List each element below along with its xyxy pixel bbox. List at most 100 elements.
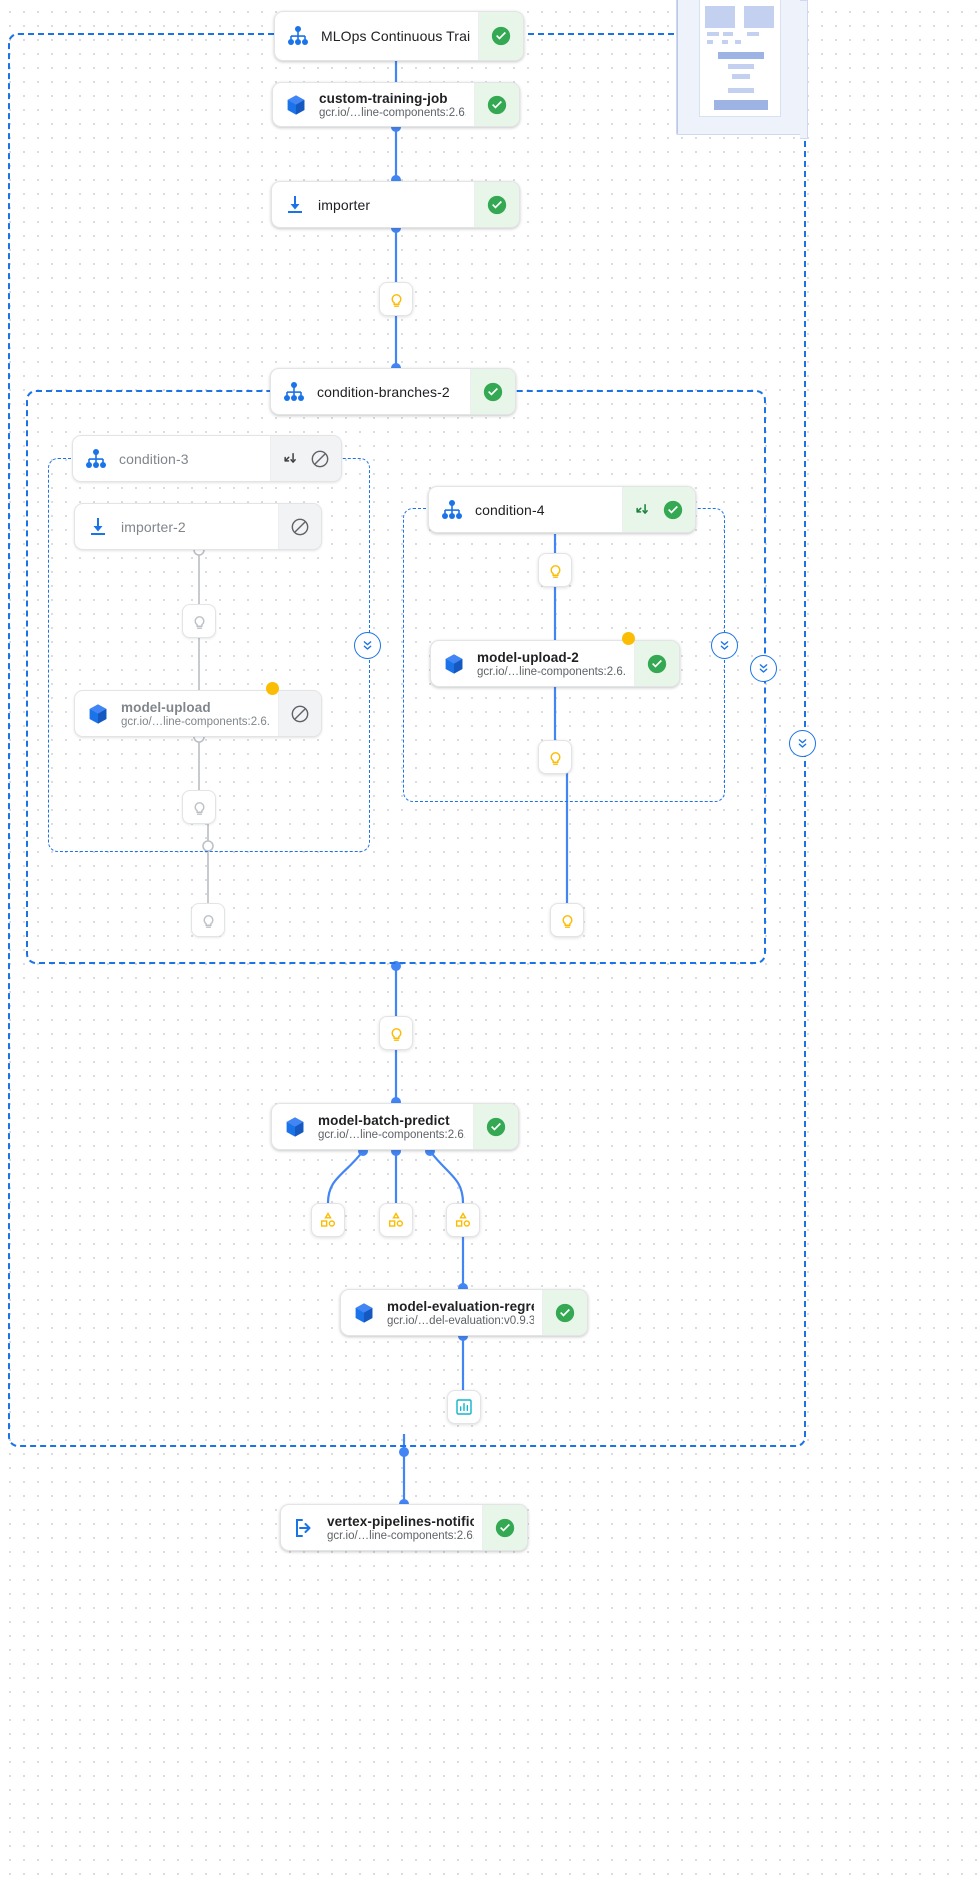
node-title: condition-3 (119, 450, 189, 467)
status-badge[interactable] (634, 641, 679, 686)
node-body: model-upload gcr.io/…line-components:2.6… (121, 691, 278, 736)
status-badge[interactable] (278, 691, 321, 736)
node-condition-branches-2[interactable]: condition-branches-2 (270, 368, 516, 415)
no-entry-icon (291, 518, 309, 535)
pipeline-graph-icon (271, 369, 317, 414)
check-circle-icon (483, 382, 503, 401)
node-body: vertex-pipelines-notificat… gcr.io/…line… (327, 1505, 482, 1550)
status-badge[interactable] (474, 83, 519, 126)
minimap-block (705, 6, 735, 28)
minimap-block (707, 32, 719, 36)
no-entry-icon (291, 705, 309, 722)
node-mlops-continuous-training[interactable]: MLOps Continuous Traini… (274, 11, 524, 61)
minimap-block (728, 64, 754, 69)
check-circle-icon (491, 26, 511, 46)
container-cube-icon (431, 641, 477, 686)
node-body: model-batch-predict gcr.io/…line-compone… (318, 1104, 473, 1149)
model-upload-warning-dot[interactable] (266, 682, 279, 695)
node-title: model-evaluation-regres… (387, 1298, 534, 1314)
check-circle-icon (555, 1303, 575, 1322)
artifact-lightbulb-2[interactable] (182, 604, 216, 638)
node-subtitle: gcr.io/…line-components:2.6.0 (327, 1529, 474, 1542)
pipeline-graph-icon (429, 487, 475, 532)
lightbulb-icon (194, 801, 204, 815)
minimap-page (699, 0, 781, 117)
dataset-shapes-icon (320, 1212, 336, 1227)
lightbulb-icon (203, 914, 213, 928)
node-importer-2[interactable]: importer-2 (74, 503, 322, 550)
status-badge[interactable] (622, 487, 695, 532)
container-cube-icon (75, 691, 121, 736)
lightbulb-icon (550, 751, 560, 765)
artifact-dataset-1[interactable] (311, 1203, 345, 1237)
artifact-dataset-3[interactable] (446, 1203, 480, 1237)
node-condition-4[interactable]: condition-4 (428, 486, 696, 533)
dataset-shapes-icon (455, 1212, 471, 1227)
status-badge[interactable] (270, 436, 341, 481)
node-subtitle: gcr.io/…del-evaluation:v0.9.3 (387, 1314, 534, 1327)
node-subtitle: gcr.io/…line-components:2.6.0 (121, 715, 270, 728)
status-badge[interactable] (474, 182, 519, 227)
no-entry-icon (311, 450, 329, 467)
node-vertex-pipelines-notification[interactable]: vertex-pipelines-notificat… gcr.io/…line… (280, 1504, 528, 1551)
pipeline-graph-icon (275, 12, 321, 60)
collapse-button-pipeline-root[interactable] (789, 730, 816, 757)
artifact-lightbulb-3[interactable] (182, 790, 216, 824)
artifact-metrics-1[interactable] (447, 1390, 481, 1424)
collapse-button-condition-4[interactable] (711, 632, 738, 659)
lightbulb-icon (550, 564, 560, 578)
node-title: condition-4 (475, 501, 545, 518)
status-badge[interactable] (542, 1290, 587, 1335)
lightbulb-icon (391, 293, 401, 307)
artifact-dataset-2[interactable] (379, 1203, 413, 1237)
status-badge[interactable] (473, 1104, 518, 1149)
download-icon (75, 504, 121, 549)
artifact-lightbulb-1[interactable] (379, 282, 413, 316)
model-upload-2-warning-dot[interactable] (622, 632, 635, 645)
node-condition-3[interactable]: condition-3 (72, 435, 342, 482)
status-badge[interactable] (482, 1505, 527, 1550)
status-badge[interactable] (470, 369, 515, 414)
minimap-block (744, 6, 774, 28)
node-title: condition-branches-2 (317, 383, 450, 400)
minimap-viewport[interactable] (677, 0, 801, 134)
lightbulb-icon (562, 914, 572, 928)
pipeline-minimap[interactable] (676, 0, 802, 135)
status-badge[interactable] (478, 12, 523, 60)
download-icon (272, 182, 318, 227)
node-importer[interactable]: importer (271, 181, 520, 228)
node-body: MLOps Continuous Traini… (321, 12, 478, 60)
node-custom-training-job[interactable]: custom-training-job gcr.io/…line-compone… (272, 82, 520, 127)
check-circle-icon (487, 195, 507, 214)
node-model-upload[interactable]: model-upload gcr.io/…line-components:2.6… (74, 690, 322, 737)
node-body: condition-branches-2 (317, 369, 470, 414)
minimap-block (718, 52, 764, 59)
artifact-lightbulb-4[interactable] (191, 903, 225, 937)
node-model-evaluation-regression[interactable]: model-evaluation-regres… gcr.io/…del-eva… (340, 1289, 588, 1336)
artifact-lightbulb-5[interactable] (538, 553, 572, 587)
artifact-lightbulb-6[interactable] (538, 740, 572, 774)
check-circle-icon (495, 1518, 515, 1537)
node-title: MLOps Continuous Traini… (321, 28, 470, 44)
container-cube-icon (341, 1290, 387, 1335)
minimap-block (732, 74, 750, 79)
node-body: importer-2 (121, 504, 278, 549)
node-model-batch-predict[interactable]: model-batch-predict gcr.io/…line-compone… (271, 1103, 519, 1150)
minimap-block (723, 32, 733, 36)
node-body: condition-3 (119, 436, 270, 481)
lightbulb-icon (391, 1027, 401, 1041)
artifact-lightbulb-7[interactable] (550, 903, 584, 937)
minimap-block (735, 40, 741, 44)
container-cube-icon (273, 83, 319, 126)
branch-arrow-icon (636, 503, 648, 514)
branch-arrow-icon (284, 452, 296, 463)
collapse-button-condition-branches-2[interactable] (750, 655, 777, 682)
artifact-lightbulb-8[interactable] (379, 1016, 413, 1050)
chevron-collapse-icon (759, 664, 768, 673)
collapse-button-condition-3[interactable] (354, 632, 381, 659)
status-badge[interactable] (278, 504, 321, 549)
node-body: custom-training-job gcr.io/…line-compone… (319, 83, 474, 126)
check-circle-icon (663, 500, 683, 519)
node-model-upload-2[interactable]: model-upload-2 gcr.io/…line-components:2… (430, 640, 680, 687)
